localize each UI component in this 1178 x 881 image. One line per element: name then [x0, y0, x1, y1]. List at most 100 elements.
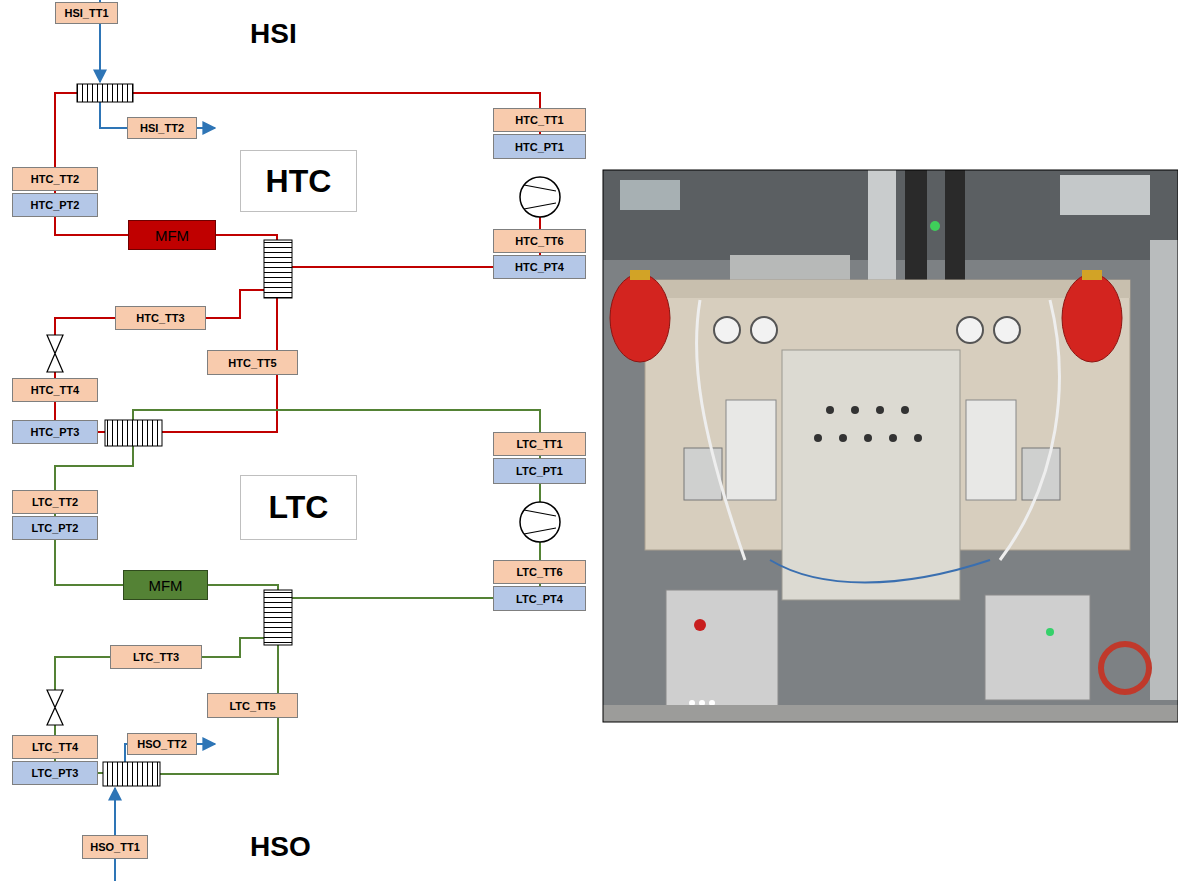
cable [696, 300, 745, 560]
pressure-gauge [714, 317, 740, 343]
node-text: LTC_PT1 [516, 465, 563, 477]
knob [901, 406, 909, 414]
node-text: LTC_PT2 [32, 522, 79, 534]
htc-pipes [55, 93, 540, 432]
signal-lamp [930, 221, 940, 231]
node-text: HTC_TT5 [228, 357, 276, 369]
temperature-sensor: HTC_TT2 [12, 167, 98, 191]
knob [839, 434, 847, 442]
pressure-gauge [957, 317, 983, 343]
node-text: LTC_TT1 [516, 438, 562, 450]
side-label: HSI [250, 18, 297, 50]
side-label: HSO [250, 831, 311, 863]
knob [826, 406, 834, 414]
temperature-sensor: LTC_TT4 [12, 735, 98, 759]
node-text: HTC_TT4 [31, 384, 79, 396]
junction-box [985, 595, 1090, 700]
heat-exchanger [103, 762, 160, 786]
cable [770, 560, 990, 583]
cable [1000, 300, 1059, 560]
compressor-symbol [520, 502, 560, 542]
knob [864, 434, 872, 442]
node-text: HTC [266, 163, 332, 200]
photo-background [603, 170, 1178, 722]
node-text: LTC_TT5 [229, 700, 275, 712]
node-text: LTC_TT3 [133, 651, 179, 663]
heat-exchanger [264, 240, 292, 298]
node-text: HSI_TT2 [140, 122, 184, 134]
compressor-lines [524, 185, 556, 209]
pipe [55, 290, 264, 335]
temperature-sensor: HSI_TT1 [55, 2, 118, 24]
cabinet-top [645, 280, 1130, 298]
temperature-sensor: HTC_TT6 [493, 229, 586, 253]
node-text: HTC_TT3 [136, 312, 184, 324]
node-text: LTC_TT2 [32, 496, 78, 508]
node-text: HTC_PT1 [515, 141, 564, 153]
node-text: HTC_TT1 [515, 114, 563, 126]
pressure-sensor: LTC_PT2 [12, 516, 98, 540]
temperature-sensor: LTC_TT5 [207, 693, 298, 718]
ceiling-duct [1060, 175, 1150, 215]
pipe-connector [55, 540, 123, 585]
node-text: LTC_TT4 [32, 741, 78, 753]
knob [851, 406, 859, 414]
pipe [98, 772, 103, 774]
pipe [98, 431, 105, 433]
water-lines [100, 0, 215, 881]
node-text: MFM [155, 227, 189, 244]
node-text: HTC_PT4 [515, 261, 564, 273]
heat-exchanger [105, 420, 162, 446]
control-box [782, 350, 960, 600]
tank-valve [1082, 270, 1102, 280]
ltc-pipes [55, 410, 540, 774]
pipe [208, 585, 278, 590]
floor [603, 705, 1178, 722]
drive-unit [726, 400, 776, 500]
drive-unit [966, 400, 1016, 500]
pressure-sensor: HTC_PT1 [493, 134, 586, 159]
pressure-sensor: HTC_PT2 [12, 193, 98, 217]
node-text: HTC_TT2 [31, 173, 79, 185]
temperature-sensor: LTC_TT2 [12, 490, 98, 514]
display-unit [1022, 448, 1060, 500]
knob [889, 434, 897, 442]
knob [914, 434, 922, 442]
junction-box [666, 590, 778, 715]
vertical-pipe [868, 170, 896, 280]
cycle-label-box: LTC [240, 475, 357, 540]
tank-valve [630, 270, 650, 280]
node-text: MFM [148, 577, 182, 594]
compressor-lines [524, 510, 556, 534]
node-text: HTC_PT2 [31, 199, 80, 211]
pipe [216, 235, 277, 240]
temperature-sensor: HTC_TT3 [115, 306, 206, 330]
expansion-valve [47, 690, 63, 725]
pressure-sensor: LTC_PT1 [493, 458, 586, 484]
control-knobs [814, 406, 922, 442]
node-text: HSI_TT1 [64, 7, 108, 19]
knob [814, 434, 822, 442]
temperature-sensor: LTC_TT1 [493, 432, 586, 456]
led [1046, 628, 1054, 636]
expansion-valve [47, 335, 63, 372]
node-text: HTC_TT6 [515, 235, 563, 247]
expansion-tank [1062, 274, 1122, 362]
compressor-circle [520, 502, 560, 542]
rig-photo [603, 170, 1178, 722]
compressor-symbol [520, 177, 560, 217]
knob [876, 406, 884, 414]
temperature-sensor: HSO_TT1 [82, 835, 148, 859]
node-text: LTC_PT3 [32, 767, 79, 779]
temperature-sensor: LTC_TT3 [110, 645, 202, 669]
node-text: HSO_TT2 [137, 738, 187, 750]
temperature-sensor: HTC_TT1 [493, 108, 586, 132]
node-text: LTC [269, 489, 329, 526]
cycle-label-box: HTC [240, 150, 357, 212]
pressure-sensor: LTC_PT3 [12, 761, 98, 785]
heat-exchanger [264, 590, 292, 645]
pressure-gauge [751, 317, 777, 343]
